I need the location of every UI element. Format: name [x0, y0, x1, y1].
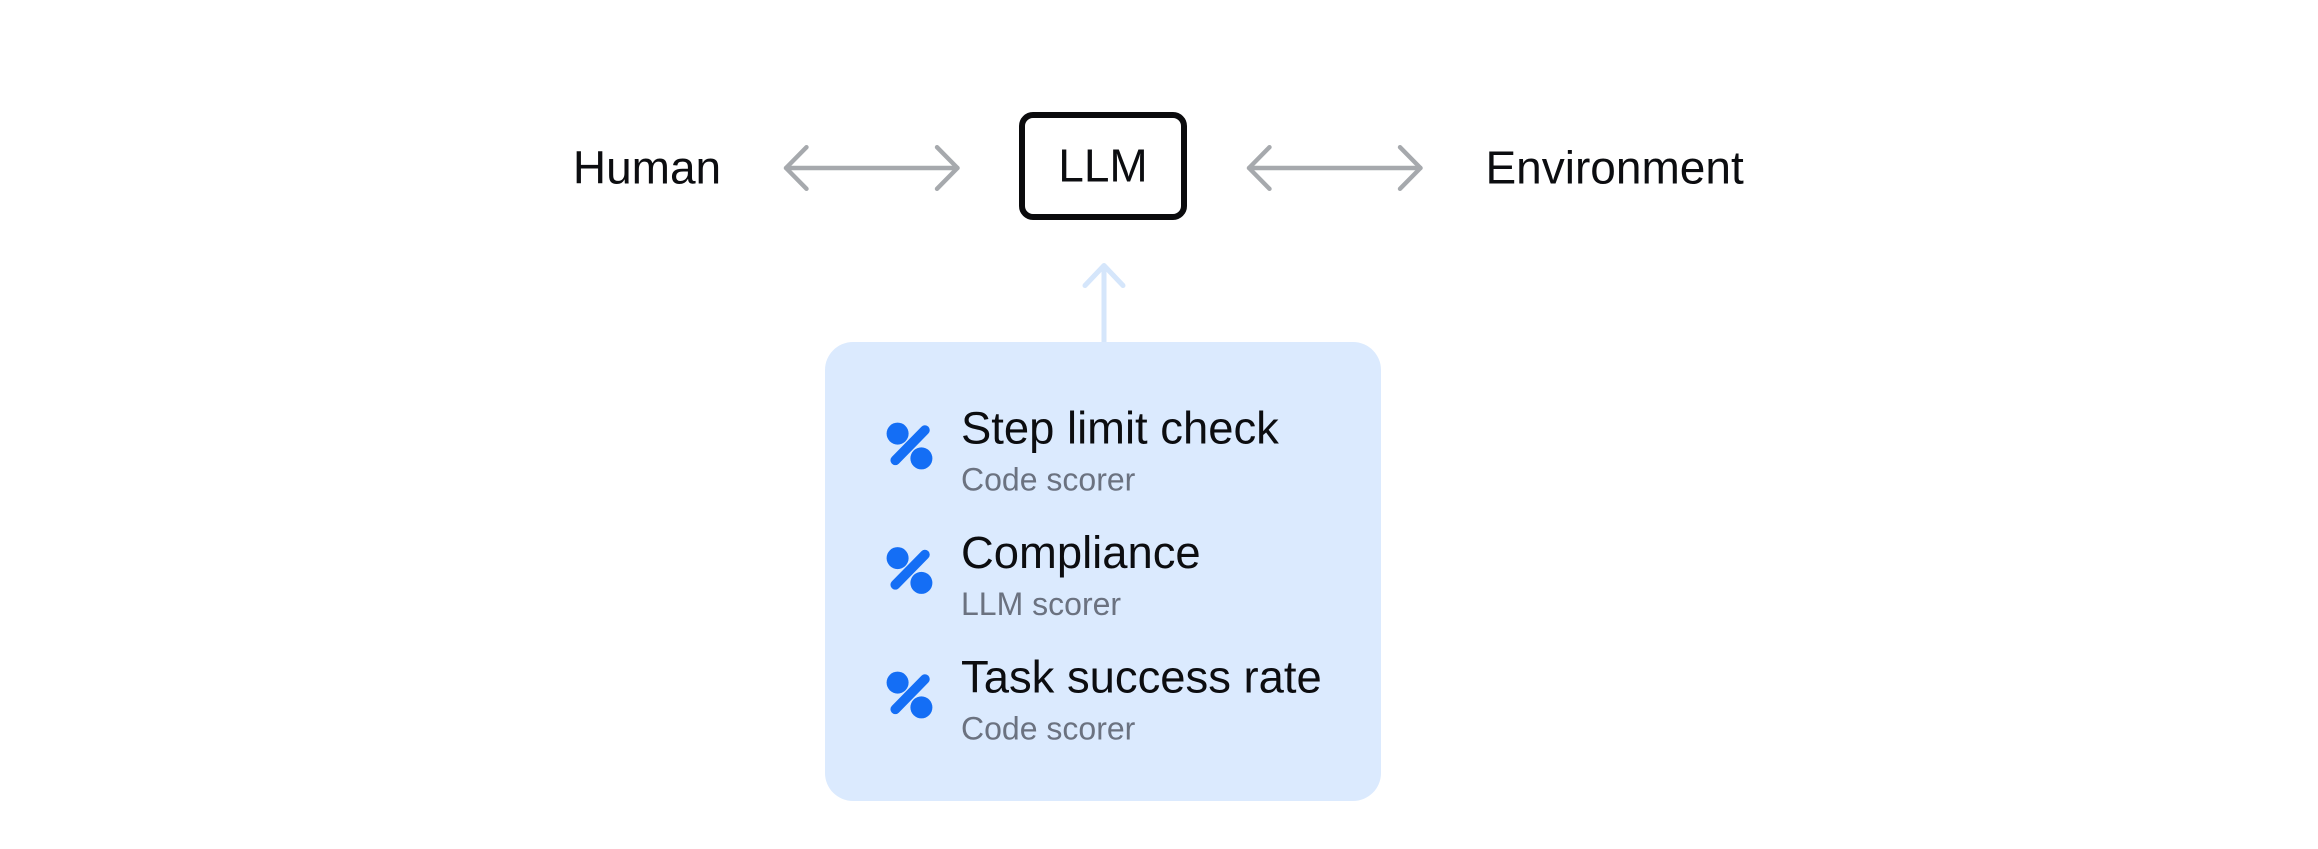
svg-text:Compliance: Compliance [961, 527, 1201, 578]
svg-text:Step limit check: Step limit check [961, 403, 1279, 454]
svg-text:LLM scorer: LLM scorer [961, 586, 1121, 622]
svg-text:Environment: Environment [1486, 142, 1744, 194]
svg-text:Human: Human [573, 141, 721, 193]
svg-text:LLM: LLM [1058, 140, 1147, 192]
svg-text:Code scorer: Code scorer [961, 711, 1136, 747]
svg-text:Code scorer: Code scorer [961, 462, 1136, 498]
svg-text:Task success rate: Task success rate [961, 652, 1322, 703]
